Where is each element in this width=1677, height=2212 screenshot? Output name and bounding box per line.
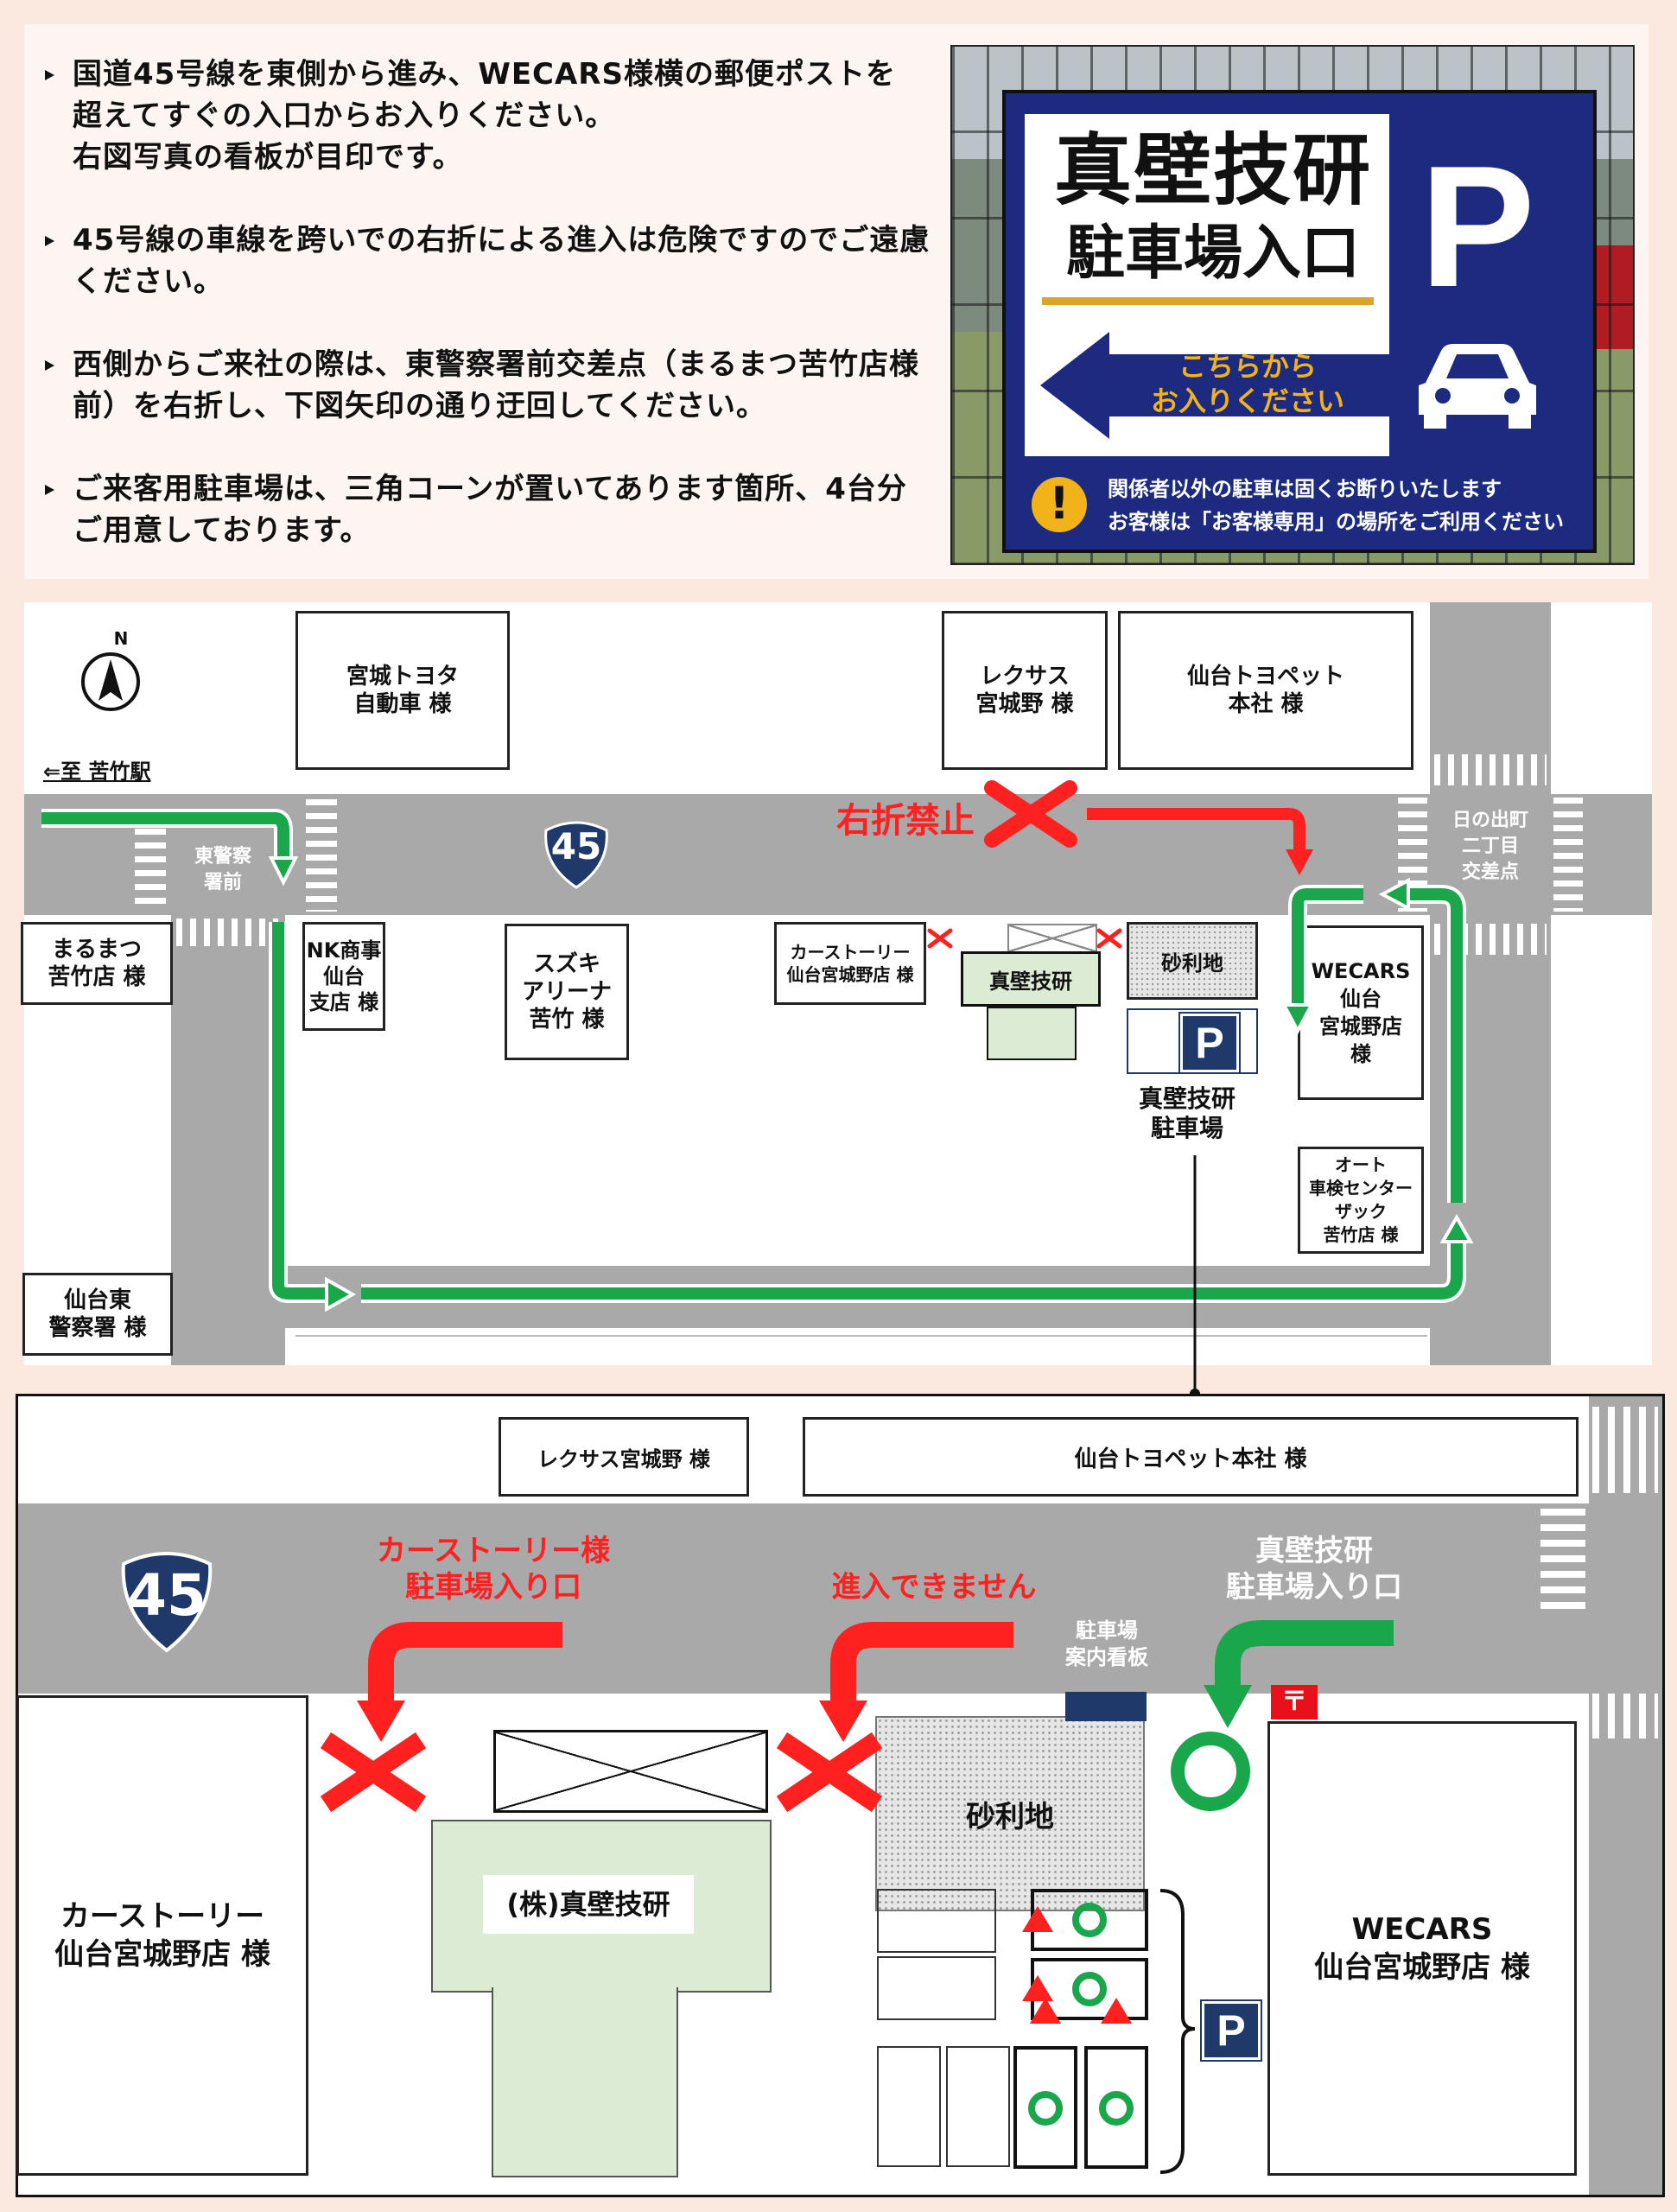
crosswalk bbox=[176, 918, 278, 946]
visitor-parking-stall bbox=[1084, 2046, 1148, 2169]
sign-direction: こちらから お入りください bbox=[1150, 350, 1344, 417]
building-lexus: レクサス 宮城野 様 bbox=[942, 611, 1108, 770]
postbox-icon: 〒 bbox=[1271, 1685, 1318, 1719]
makabe-parking-label: 真壁技研 駐車場 bbox=[1138, 1084, 1236, 1142]
parking-stall bbox=[877, 1956, 996, 2020]
sign-subtitle: 駐車場入口 bbox=[1065, 219, 1360, 288]
building-sendai-toyopet: 仙台トヨペット 本社 様 bbox=[1118, 611, 1413, 770]
instruction-item: 45号線の車線を跨いでの右折による進入は危険ですのでご遠慮 ください。 bbox=[43, 219, 933, 302]
sign-parking-letter: P bbox=[1420, 130, 1535, 323]
building-sendai-east-police: 仙台東 警察署 様 bbox=[22, 1273, 173, 1356]
instruction-list: 国道45号線を東側から進み、WECARS様横の郵便ポストを 超えてすぐの入口から… bbox=[43, 54, 933, 593]
makabe-giken-label: (株)真壁技研 bbox=[483, 1875, 694, 1934]
parking-p-icon: P bbox=[1200, 1999, 1262, 2062]
instruction-item: ご来客用駐車場は、三角コーンが置いてあります箇所、4台分 ご用意しております。 bbox=[43, 468, 933, 551]
building-auto-zakku: オート 車検センター ザック 苦竹店 様 bbox=[1298, 1147, 1424, 1254]
makabe-entrance-label: 真壁技研 駐車場入り口 bbox=[1226, 1534, 1402, 1605]
crosswalk bbox=[135, 829, 166, 908]
sign-board: 真壁技研 駐車場入口 こちらから お入りください P ! 関係者以外の駐車は固く… bbox=[1002, 90, 1597, 553]
warning-icon bbox=[1032, 477, 1087, 532]
building-lexus: レクサス宮城野 様 bbox=[499, 1417, 749, 1497]
building-miyagi-toyota: 宮城トヨタ 自動車 様 bbox=[295, 611, 510, 770]
visitor-parking-stall bbox=[1013, 2046, 1077, 2169]
to-nigatake-station: ⇐至 苦竹駅 bbox=[43, 760, 151, 784]
building-carstory: カーストーリー 仙台宮城野店 様 bbox=[774, 922, 926, 1005]
parking-sign-photo: 真壁技研 駐車場入口 こちらから お入りください P ! 関係者以外の駐車は固く… bbox=[950, 45, 1635, 565]
hinode-intersection-label: 日の出町 二丁目 交差点 bbox=[1451, 810, 1528, 883]
route-45-number: 45 bbox=[127, 1562, 206, 1629]
guide-sign-label: 駐車場 案内看板 bbox=[1065, 1618, 1148, 1669]
carstory-entrance-label: カーストーリー様 駐車場入り口 bbox=[376, 1534, 611, 1605]
warehouse-shape bbox=[1007, 924, 1097, 953]
makabe-parking-area bbox=[1127, 1008, 1258, 1074]
instruction-item: 西側からご来社の際は、東警察署前交差点（まるまつ苦竹店様 前）を右折し、下図矢印… bbox=[43, 344, 933, 427]
crosswalk bbox=[306, 799, 337, 912]
sign-notice-1: 関係者以外の駐車は固くお断りいたします bbox=[1108, 477, 1502, 501]
parking-stall bbox=[877, 1889, 996, 1953]
sidewalk-strip bbox=[295, 1335, 1427, 1363]
building-suzuki-arena: スズキ アリーナ 苦竹 様 bbox=[505, 924, 629, 1060]
building-nk-shoji: NK商事 仙台 支店 様 bbox=[302, 922, 385, 1031]
east-road bbox=[1589, 1396, 1662, 2195]
north-label: N bbox=[113, 628, 129, 649]
warning-mark: ! bbox=[1049, 478, 1070, 530]
sign-notice-2: お客様は「お客様専用」の場所をご利用ください bbox=[1108, 510, 1564, 534]
sign-title: 真壁技研 bbox=[1054, 125, 1372, 216]
building-carstory: カーストーリー 仙台宮城野店 様 bbox=[16, 1695, 308, 2176]
crosswalk bbox=[1592, 1407, 1658, 1493]
crosswalk bbox=[1434, 754, 1547, 785]
compass-icon bbox=[81, 652, 140, 711]
route-45-shield-icon bbox=[121, 1552, 213, 1653]
guide-sign-board bbox=[1065, 1692, 1147, 1721]
building-makabe-annex bbox=[987, 1007, 1077, 1060]
north-arrow-icon bbox=[98, 659, 123, 701]
building-makabe-annex bbox=[492, 1987, 678, 2177]
parking-stall bbox=[877, 2046, 941, 2167]
crosswalk bbox=[1592, 1694, 1658, 1738]
detail-map: レクサス宮城野 様 仙台トヨペット本社 様 45 カーストーリー 仙台宮城野店 … bbox=[16, 1394, 1665, 2197]
route-45-road bbox=[18, 1503, 1589, 1694]
route-45-shield-icon bbox=[544, 821, 608, 889]
detour-route bbox=[41, 780, 1474, 1399]
building-marumatsu: まるまつ 苦竹店 様 bbox=[21, 922, 173, 1005]
instruction-item: 国道45号線を東側から進み、WECARS様横の郵便ポストを 超えてすぐの入口から… bbox=[43, 54, 933, 178]
gravel-lot: 砂利地 bbox=[875, 1716, 1145, 1911]
no-right-turn-label: 右折禁止 bbox=[836, 801, 975, 841]
route-45-number: 45 bbox=[550, 825, 602, 868]
no-entry-label: 進入できません bbox=[831, 1570, 1037, 1605]
entry-markers bbox=[320, 1620, 1394, 2174]
building-sendai-toyopet: 仙台トヨペット本社 様 bbox=[803, 1417, 1579, 1497]
parking-stall bbox=[946, 2046, 1010, 2167]
crosswalk bbox=[1553, 798, 1583, 912]
parking-p-icon: P bbox=[1178, 1012, 1241, 1074]
gravel-lot: 砂利地 bbox=[1127, 922, 1258, 1000]
car-icon bbox=[1419, 344, 1536, 429]
sign-arrow bbox=[1040, 332, 1393, 439]
building-makabe-giken: 真壁技研 bbox=[961, 951, 1101, 1007]
crosswalk bbox=[1540, 1509, 1585, 1616]
building-wecars: WECARS 仙台宮城野店 様 bbox=[1267, 1721, 1577, 2176]
warehouse-shape bbox=[493, 1730, 768, 1813]
area-map: N ⇐至 苦竹駅 宮城トヨタ 自動車 様 レクサス 宮城野 様 仙台トヨペット … bbox=[21, 602, 1652, 1399]
east-police-front-label: 東警察 署前 bbox=[194, 846, 251, 893]
